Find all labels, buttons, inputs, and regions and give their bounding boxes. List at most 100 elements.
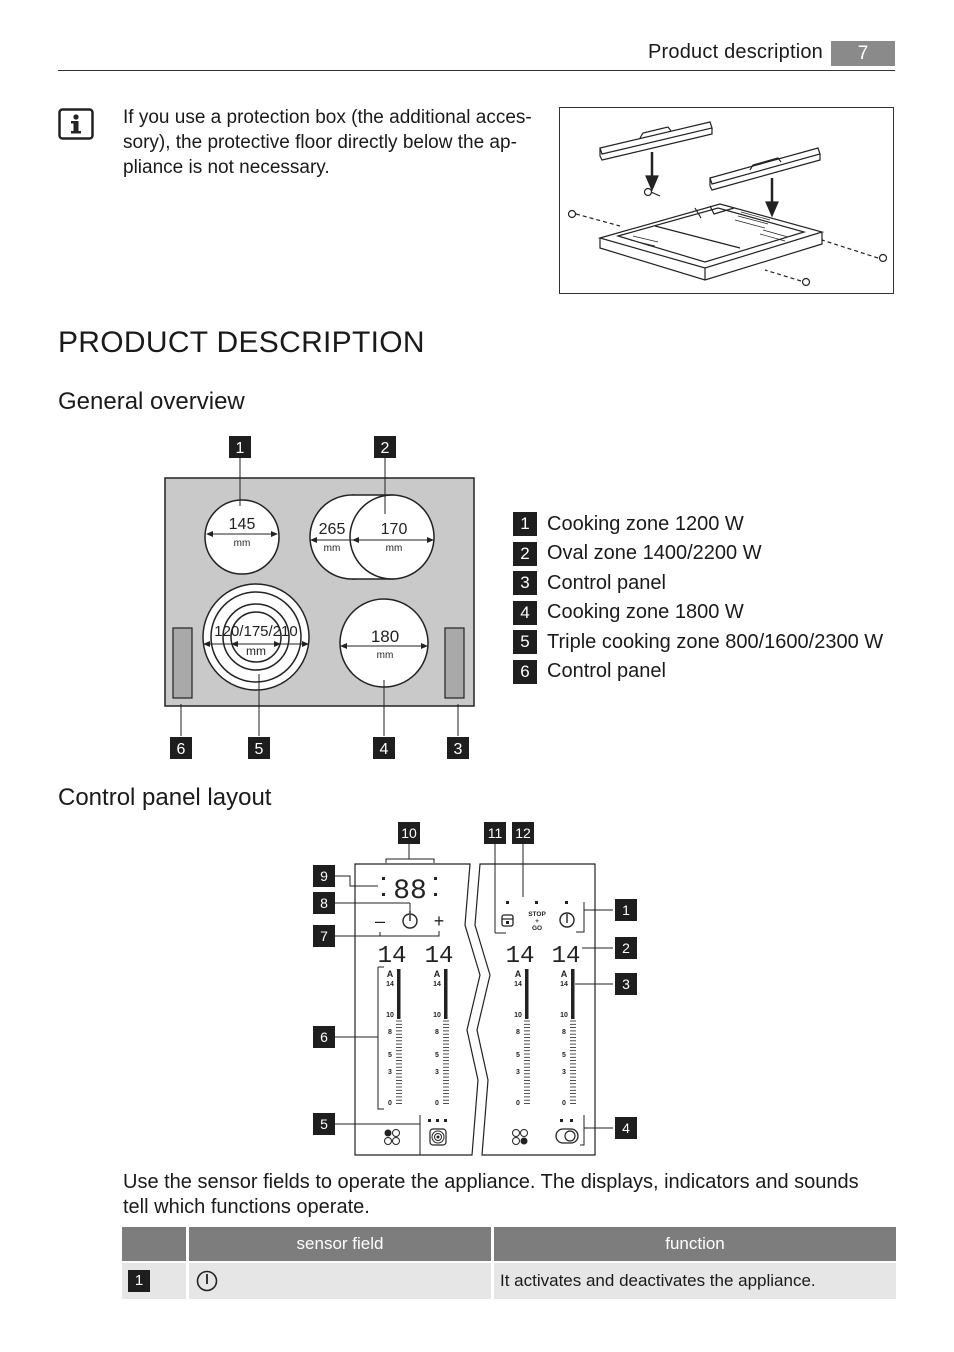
slider-scale-label: 3 — [562, 1069, 566, 1076]
slider-scale-label: 3 — [516, 1069, 520, 1076]
slider-scale-label: 8 — [562, 1029, 566, 1036]
slider-scale-label: 3 — [388, 1069, 392, 1076]
plus-sensor[interactable]: + — [434, 911, 445, 931]
slider-scale-label: 14 — [560, 981, 568, 988]
svg-text:STOP: STOP — [528, 911, 546, 918]
sensor-table: sensor field function 1 It activates and… — [119, 1227, 899, 1299]
zone-select-icon-right[interactable] — [512, 1129, 528, 1145]
callout-2: 2 — [622, 940, 630, 956]
legend-label: Cooking zone 1200 W — [547, 512, 744, 535]
timer-display: 88 — [382, 876, 437, 907]
info-line: sory), the protective floor directly bel… — [123, 132, 517, 153]
info-note-text: If you use a protection box (the additio… — [123, 105, 553, 180]
table-cell-num: 1 — [122, 1263, 186, 1299]
control-panel-left — [172, 627, 193, 699]
table-header-sensor-field: sensor field — [189, 1227, 491, 1261]
slider-scale-label: 5 — [516, 1052, 520, 1059]
slider-scale-label: 8 — [388, 1029, 392, 1036]
lock-sensor-icon[interactable] — [501, 914, 514, 927]
slider-scale-label: 5 — [562, 1052, 566, 1059]
slider-scale-label: 8 — [516, 1029, 520, 1036]
callout-1: 1 — [236, 440, 245, 457]
section-heading-general-overview: General overview — [58, 388, 245, 415]
slider-bar[interactable] — [444, 969, 448, 1019]
timer-digits: 88 — [393, 876, 427, 907]
zone-4-size: 180 — [371, 627, 399, 646]
power-icon — [196, 1270, 218, 1292]
page-number: 7 — [831, 41, 895, 66]
slider-scale-label: 10 — [433, 1012, 441, 1019]
table-row: 1 It activates and deactivates the appli… — [122, 1263, 896, 1299]
slider-scale-label: 14 — [433, 981, 441, 988]
legend-label: Control panel — [547, 571, 666, 594]
zone-display-4: 14 — [552, 943, 581, 970]
slider-bar[interactable] — [397, 969, 401, 1019]
callout-6: 6 — [320, 1029, 328, 1045]
zone-5-size: 120/175/210 — [214, 623, 297, 640]
slider-scale-label: A — [387, 969, 394, 979]
legend-label: Cooking zone 1800 W — [547, 601, 744, 624]
callout-8: 8 — [320, 895, 328, 911]
slider-bar[interactable] — [571, 969, 575, 1019]
slider-scale-label: A — [434, 969, 441, 979]
zone-2-size-a: 265 — [319, 521, 346, 538]
oval-zone-icon[interactable] — [555, 1128, 579, 1144]
on-off-sensor-icon[interactable] — [559, 912, 575, 928]
legend-item: 5 Triple cooking zone 800/1600/2300 W — [513, 630, 884, 655]
slider-bar[interactable] — [525, 969, 529, 1019]
callout-2: 2 — [381, 440, 390, 457]
minus-sensor[interactable]: – — [375, 911, 385, 931]
callout-7: 7 — [320, 928, 328, 944]
zone-1-size: 145 — [229, 516, 256, 533]
section-heading-control-panel: Control panel layout — [58, 784, 272, 811]
zone-4-unit: mm — [377, 650, 394, 661]
slider-scale-label: 5 — [388, 1052, 392, 1059]
table-cell-function: It activates and deactivates the applian… — [494, 1263, 896, 1299]
slider-scale-label: 0 — [388, 1100, 392, 1107]
triple-zone-icon[interactable] — [429, 1128, 447, 1146]
zone-display-3: 14 — [506, 943, 535, 970]
control-callouts: 10 11 12 9 8 7 6 5 1 2 3 4 — [313, 822, 637, 1139]
stop-go-sensor[interactable]: STOP + GO — [528, 911, 546, 932]
slider-scale-label: 10 — [560, 1012, 568, 1019]
zone-select-icon-left[interactable] — [384, 1129, 400, 1145]
hob-overview-diagram: 145 mm 265 mm 170 mm 120/175/210 mm 180 … — [160, 430, 490, 770]
row-num-badge: 1 — [128, 1270, 150, 1292]
slider-scale-label: 0 — [516, 1100, 520, 1107]
legend-num: 6 — [513, 659, 537, 684]
slider-scale-label: A — [515, 969, 522, 979]
zone-1-unit: mm — [234, 538, 251, 549]
control-panel-right — [444, 627, 465, 699]
info-icon — [58, 108, 94, 140]
legend-num: 5 — [513, 630, 537, 655]
info-line: If you use a protection box (the additio… — [123, 107, 532, 128]
callout-1: 1 — [622, 902, 630, 918]
legend-label: Control panel — [547, 660, 666, 683]
timer-clock-icon[interactable] — [402, 911, 418, 929]
table-header-num — [122, 1227, 186, 1261]
running-header: Product description — [648, 41, 824, 63]
zone-2-size-b: 170 — [381, 521, 408, 538]
overview-callouts: 1 2 6 5 4 3 — [170, 436, 469, 759]
zone-2-unit-a: mm — [324, 543, 341, 554]
slider-scale-label: 0 — [435, 1100, 439, 1107]
protection-box-illustration — [559, 107, 894, 294]
callout-3: 3 — [454, 741, 463, 758]
triple-zone-outer — [202, 583, 310, 691]
slider-scale-label: 10 — [514, 1012, 522, 1019]
callout-12: 12 — [515, 825, 531, 841]
zone-display-2: 14 — [425, 943, 454, 970]
legend-label: Triple cooking zone 800/1600/2300 W — [547, 630, 884, 653]
sensor-intro-text: Use the sensor fields to operate the app… — [123, 1170, 903, 1220]
slider-scale-label: 5 — [435, 1052, 439, 1059]
slider-scale-label: 8 — [435, 1029, 439, 1036]
table-header-function: function — [494, 1227, 896, 1261]
legend-item: 6 Control panel — [513, 659, 883, 684]
callout-9: 9 — [320, 868, 328, 884]
cooking-zone-1 — [204, 499, 280, 575]
callout-4: 4 — [380, 741, 389, 758]
zone-display-1: 14 — [378, 943, 407, 970]
